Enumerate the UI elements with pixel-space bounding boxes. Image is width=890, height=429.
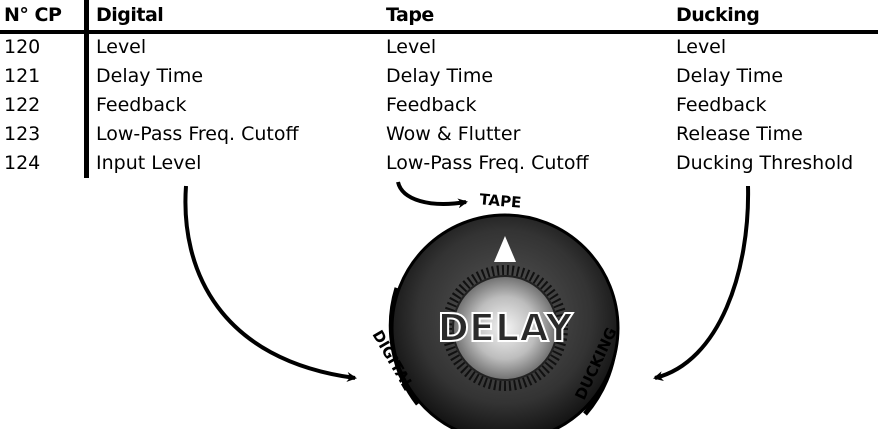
tape-120: Level xyxy=(386,36,437,58)
cp-120: 120 xyxy=(4,36,41,58)
arrow-ducking xyxy=(653,185,751,381)
knob-pointer xyxy=(494,236,516,262)
arrow-digital xyxy=(183,185,357,382)
knob-cap xyxy=(452,275,558,381)
tape-122: Feedback xyxy=(386,94,477,116)
control-table: N° CP Digital Tape Ducking 120 Level Lev… xyxy=(0,0,890,185)
arrow-tape xyxy=(396,181,468,209)
cp-124: 124 xyxy=(4,152,41,174)
header-digital: Digital xyxy=(96,4,164,26)
digital-121: Delay Time xyxy=(96,65,204,87)
digital-122: Feedback xyxy=(96,94,187,116)
knob-label: DELAY xyxy=(437,306,572,350)
ducking-123: Release Time xyxy=(676,123,803,145)
ducking-124: Ducking Threshold xyxy=(676,152,854,174)
ducking-122: Feedback xyxy=(676,94,767,116)
header-ducking: Ducking xyxy=(676,4,760,26)
digital-123: Low-Pass Freq. Cutoff xyxy=(96,123,299,145)
cp-121: 121 xyxy=(4,65,41,87)
label-tape: TAPE xyxy=(479,190,522,212)
knob-ticks xyxy=(442,265,568,391)
tape-121: Delay Time xyxy=(386,65,494,87)
cp-123: 123 xyxy=(4,123,41,145)
cp-122: 122 xyxy=(4,94,41,116)
digital-124: Input Level xyxy=(96,152,202,174)
header-rule xyxy=(0,30,878,34)
ducking-120: Level xyxy=(676,36,727,58)
digital-120: Level xyxy=(96,36,147,58)
ducking-121: Delay Time xyxy=(676,65,784,87)
column-divider xyxy=(84,0,89,178)
header-cp: N° CP xyxy=(4,4,62,26)
tape-123: Wow & Flutter xyxy=(386,123,521,145)
tape-124: Low-Pass Freq. Cutoff xyxy=(386,152,589,174)
header-tape: Tape xyxy=(386,4,434,26)
